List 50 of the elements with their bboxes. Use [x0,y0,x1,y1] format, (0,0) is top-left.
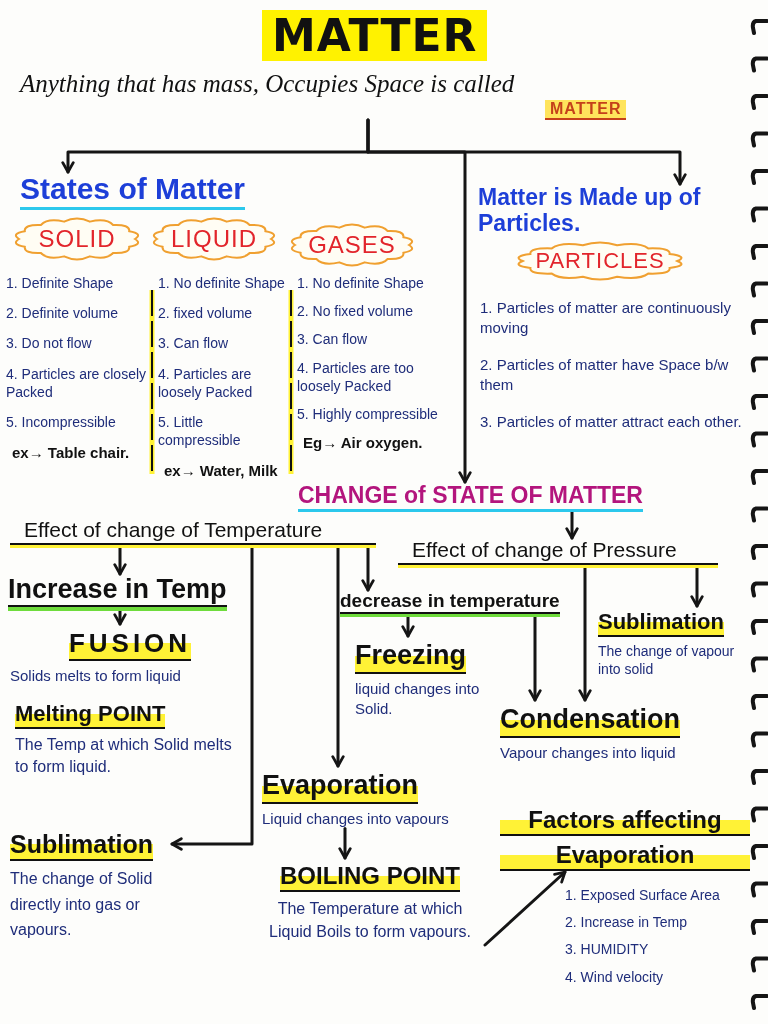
list-item: 1. Definite Shape [6,274,115,293]
list-item: 2. Increase in Temp [565,913,688,932]
list-item: 1. Particles of matter are continuously moving [480,298,732,337]
list-item: 1. Exposed Surface Area [565,886,721,905]
state-heading: PARTICLES [535,248,665,274]
list-item: 5. Incompressible [6,412,117,432]
heading: CHANGE of STATE OF MATTER [298,482,643,512]
list-item: 2. Definite volume [6,304,120,323]
list-item: 1. No definite Shape [158,274,286,293]
example-text: ex→ Table chair. [11,443,131,463]
arrow [565,510,579,540]
arrow [483,870,567,947]
description-text: Solids melts to form liquid [10,666,181,686]
description-text: Vapour changes into liquid [500,743,676,763]
arrow [366,118,472,484]
state-heading: LIQUID [171,225,257,253]
list-item: 2. Particles of matter have Space b/w them [480,355,730,394]
heading: decrease in temperature [340,590,560,614]
list-item: 5. Little compressible [158,412,242,450]
list-item: 4. Particles are closely Packed [6,364,148,401]
list-item: 3. Particles of matter attract each other. [480,412,742,432]
list-item: 5. Highly compressible [297,404,439,424]
list-item: 3. Can flow [297,330,369,349]
definition-text: Anything that has mass, Occupies Space is called [20,70,515,98]
list-item: 2. fixed volume [158,304,254,323]
description-text: Liquid changes into vapours [262,809,449,829]
description-text: The Temp at which Solid melts to form liquid. [15,735,233,777]
list-item: 3. HUMIDITY [565,940,650,959]
description-text: The change of Solid directly into gas or vapours. [10,869,154,941]
list-item: 3. Do not flow [6,334,93,353]
example-text: ex→ Water, Milk [163,461,279,481]
list-item: 4. Particles are loosely Packed [158,364,254,401]
list-item: 2. No fixed volume [297,302,414,321]
highlighted-term: MATTER [545,100,627,120]
heading: Effect of change of Pressure [398,538,718,565]
description-text: The Temperature at which Liquid Boils to form vapours. [268,899,472,943]
list-item: 4. Wind velocity [565,967,665,986]
list-item: 3. Can flow [158,334,230,353]
arrow [338,827,352,860]
heading: Effect of change of Temperature [10,518,376,545]
heading: Matter is Made up of Particles. [478,184,702,237]
description-text: The change of vapour into solid [598,642,736,679]
example-text: Eg→ Air oxygen. [302,433,424,453]
state-heading: SOLID [38,225,116,253]
description-text: liquid changes into Solid. [355,679,481,718]
title: MATTER [262,10,488,61]
heading: States of Matter [20,172,246,210]
list-item: 1. No definite Shape [297,274,425,293]
list-item: 4. Particles are too loosely Packed [297,358,415,395]
state-heading: GASES [308,231,396,259]
